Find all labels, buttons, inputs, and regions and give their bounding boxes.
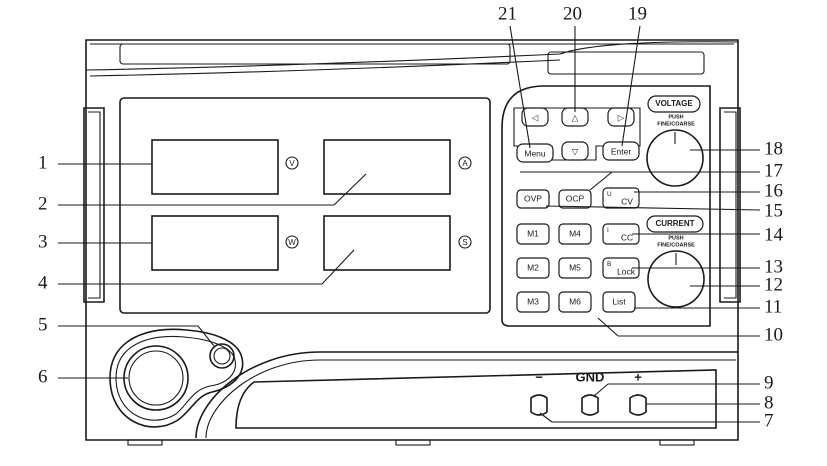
memory-m2-label: M2 — [527, 262, 539, 272]
memory-m5-button[interactable]: M5 — [558, 257, 592, 279]
voltage-display — [151, 139, 279, 195]
control-panel: ◁ △ ▷ ▽ Menu Enter VOLTAGE PUSH FINE/COA… — [501, 85, 711, 327]
left-arrow-button[interactable]: ◁ — [521, 107, 549, 127]
memory-m6-button[interactable]: M6 — [558, 291, 592, 313]
cc-label: CC — [621, 232, 633, 242]
terminal-gnd[interactable] — [581, 394, 599, 416]
memory-m1-button[interactable]: M1 — [516, 223, 550, 245]
callout-13: 13 — [764, 256, 783, 277]
voltage-push-label: PUSH — [668, 114, 683, 120]
callout-1: 1 — [38, 152, 48, 173]
callout-leaders — [58, 25, 761, 423]
down-arrow-icon: ▽ — [572, 146, 579, 156]
current-display — [323, 139, 451, 195]
enter-button-label: Enter — [611, 146, 631, 156]
left-arrow-icon: ◁ — [532, 112, 539, 122]
terminal-minus-label: − — [535, 369, 543, 384]
lock-label: Lock — [617, 266, 636, 276]
current-push-label: PUSH — [668, 235, 683, 241]
callout-7: 7 — [764, 410, 774, 431]
current-knob[interactable]: CURRENT PUSH FINE/COARSE — [646, 215, 705, 308]
ovp-button[interactable]: OVP — [516, 189, 550, 209]
power-unit-label: W — [288, 238, 296, 247]
cv-indicator-button[interactable]: U CV — [602, 187, 640, 209]
callout-3: 3 — [38, 231, 48, 252]
callout-17: 17 — [764, 160, 783, 181]
indicator-lamp — [209, 343, 235, 369]
list-button-label: List — [612, 296, 626, 306]
right-handle — [719, 107, 741, 303]
cc-prefix: I — [607, 227, 609, 234]
list-button[interactable]: List — [602, 291, 636, 313]
lock-prefix: B — [607, 261, 611, 268]
down-arrow-button[interactable]: ▽ — [561, 141, 589, 161]
memory-m1-label: M1 — [527, 228, 539, 238]
voltage-knob[interactable]: VOLTAGE PUSH FINE/COARSE — [646, 95, 704, 187]
output-terminal-panel: − GND + — [195, 351, 738, 439]
menu-button[interactable]: Menu — [516, 143, 554, 163]
memory-m4-button[interactable]: M4 — [558, 223, 592, 245]
enter-button[interactable]: Enter — [602, 141, 640, 161]
callout-10: 10 — [764, 324, 783, 345]
callout-15: 15 — [764, 200, 783, 221]
memory-m3-label: M3 — [527, 296, 539, 306]
cv-label: CV — [621, 196, 633, 206]
callout-16: 16 — [764, 180, 783, 201]
callout-12: 12 — [764, 274, 783, 295]
callout-4: 4 — [38, 272, 48, 293]
up-arrow-icon: △ — [572, 112, 579, 122]
timer-display — [323, 215, 451, 271]
ocp-button-label: OCP — [566, 193, 585, 203]
terminal-gnd-label: GND — [576, 369, 605, 384]
voltage-unit-label: V — [289, 159, 295, 168]
callout-19: 19 — [628, 3, 647, 24]
callout-6: 6 — [38, 366, 48, 387]
memory-m5-label: M5 — [569, 262, 581, 272]
memory-m3-button[interactable]: M3 — [516, 291, 550, 313]
terminal-plus[interactable] — [629, 394, 647, 416]
callout-2: 2 — [38, 193, 48, 214]
current-knob-label: CURRENT — [655, 219, 694, 228]
memory-m2-button[interactable]: M2 — [516, 257, 550, 279]
callout-8: 8 — [764, 392, 774, 413]
callout-9: 9 — [764, 372, 774, 393]
menu-button-label: Menu — [524, 148, 546, 158]
power-display — [151, 215, 279, 271]
ocp-button[interactable]: OCP — [558, 189, 592, 209]
up-arrow-button[interactable]: △ — [561, 107, 589, 127]
callout-20: 20 — [563, 3, 582, 24]
callout-numbers: 1 2 3 4 5 6 7 8 9 10 11 12 13 14 15 16 1… — [38, 3, 784, 431]
current-unit-label: A — [462, 159, 468, 168]
callout-11: 11 — [764, 296, 782, 317]
voltage-knob-label: VOLTAGE — [655, 99, 693, 108]
callout-14: 14 — [764, 224, 784, 245]
terminal-plus-label: + — [634, 369, 642, 384]
current-fine-coarse-label: FINE/COARSE — [657, 242, 695, 248]
power-switch-button[interactable] — [123, 345, 189, 411]
callout-18: 18 — [764, 138, 783, 159]
memory-m4-label: M4 — [569, 228, 581, 238]
timer-unit-label: S — [462, 238, 467, 247]
terminal-minus[interactable] — [530, 394, 548, 416]
memory-m6-label: M6 — [569, 296, 581, 306]
chassis — [85, 39, 739, 446]
right-arrow-icon: ▷ — [618, 112, 625, 122]
voltage-fine-coarse-label: FINE/COARSE — [657, 121, 695, 127]
right-arrow-button[interactable]: ▷ — [607, 107, 635, 127]
ovp-button-label: OVP — [524, 193, 542, 203]
cv-prefix: U — [607, 191, 612, 198]
power-switch-assembly — [109, 328, 244, 428]
callout-5: 5 — [38, 314, 48, 335]
callout-21: 21 — [498, 3, 517, 24]
